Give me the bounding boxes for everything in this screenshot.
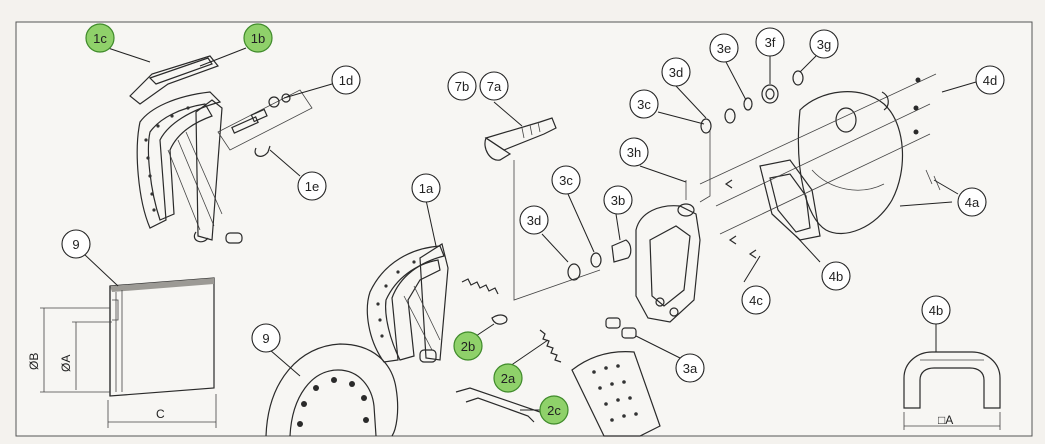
gasket-detail: □A (903, 351, 1001, 430)
callout-2a: 2a (493, 363, 523, 393)
bushings (567, 239, 637, 339)
svg-text:3d: 3d (669, 65, 683, 80)
callout-4c: 4c (741, 285, 771, 315)
callout-2b: 2b (453, 331, 483, 361)
callout-3h: 3h (619, 137, 649, 167)
svg-text:3c: 3c (559, 173, 573, 188)
callout-3a: 3a (675, 353, 705, 383)
callout-1d: 1d (331, 65, 361, 95)
callouts: 1c 1b 1d 1e 9 9 1a 7b 7a 3d 3e 3f 3g 3c … (61, 23, 1005, 425)
svg-text:3b: 3b (611, 193, 625, 208)
dust-shield (699, 73, 941, 259)
callout-3e: 3e (709, 33, 739, 63)
camshaft (484, 117, 601, 301)
drum-perspective (265, 343, 399, 437)
svg-text:9: 9 (262, 331, 269, 346)
callout-3d-top: 3d (661, 57, 691, 87)
svg-text:2b: 2b (461, 339, 475, 354)
drum-section-view: ØB ØA C (27, 277, 217, 428)
callout-1b: 1b (243, 23, 273, 53)
svg-text:4c: 4c (749, 293, 763, 308)
svg-text:4a: 4a (965, 195, 980, 210)
spider-bracket (635, 130, 711, 323)
svg-text:3h: 3h (627, 145, 641, 160)
callout-9-top: 9 (61, 229, 91, 259)
leader-lines (83, 47, 977, 411)
pin-set-1d (217, 89, 313, 157)
callout-4a: 4a (957, 187, 987, 217)
svg-text:3a: 3a (683, 361, 698, 376)
svg-text:1b: 1b (251, 31, 265, 46)
svg-text:3c: 3c (637, 97, 651, 112)
callout-4b-right: 4b (921, 295, 951, 325)
callout-1c: 1c (85, 23, 115, 53)
lining-pad (571, 351, 661, 437)
callout-3f: 3f (755, 27, 785, 57)
svg-text:2c: 2c (547, 403, 561, 418)
callout-2c: 2c (539, 395, 569, 425)
svg-text:4d: 4d (983, 73, 997, 88)
callout-3c-top: 3c (629, 89, 659, 119)
svg-text:2a: 2a (501, 371, 516, 386)
callout-3c-mid: 3c (551, 165, 581, 195)
brake-shoe-middle (366, 243, 449, 363)
svg-text:7a: 7a (487, 79, 502, 94)
washer-stack (700, 70, 804, 134)
dim-diameter-a: ØA (59, 355, 73, 372)
callout-3d-mid: 3d (519, 205, 549, 235)
svg-text:3e: 3e (717, 41, 731, 56)
svg-text:7b: 7b (455, 79, 469, 94)
dim-width-c: C (156, 407, 165, 421)
svg-text:3g: 3g (817, 37, 831, 52)
callout-3g: 3g (809, 29, 839, 59)
callout-1e: 1e (297, 171, 327, 201)
svg-text:1c: 1c (93, 31, 107, 46)
svg-text:4b: 4b (829, 269, 843, 284)
callout-3b: 3b (603, 185, 633, 215)
callout-7a: 7a (479, 71, 509, 101)
svg-text:3f: 3f (765, 35, 776, 50)
svg-text:9: 9 (72, 237, 79, 252)
svg-text:1a: 1a (419, 181, 434, 196)
dim-square-a: □A (938, 413, 953, 427)
svg-text:1d: 1d (339, 73, 353, 88)
callout-4b-mid: 4b (821, 261, 851, 291)
callout-7b: 7b (447, 71, 477, 101)
svg-text:4b: 4b (929, 303, 943, 318)
callout-1a: 1a (411, 173, 441, 203)
svg-text:3d: 3d (527, 213, 541, 228)
dim-diameter-b: ØB (27, 353, 41, 370)
callout-9-bottom: 9 (251, 323, 281, 353)
svg-text:1e: 1e (305, 179, 319, 194)
callout-4d: 4d (975, 65, 1005, 95)
brake-shoe-top-left (129, 55, 243, 244)
